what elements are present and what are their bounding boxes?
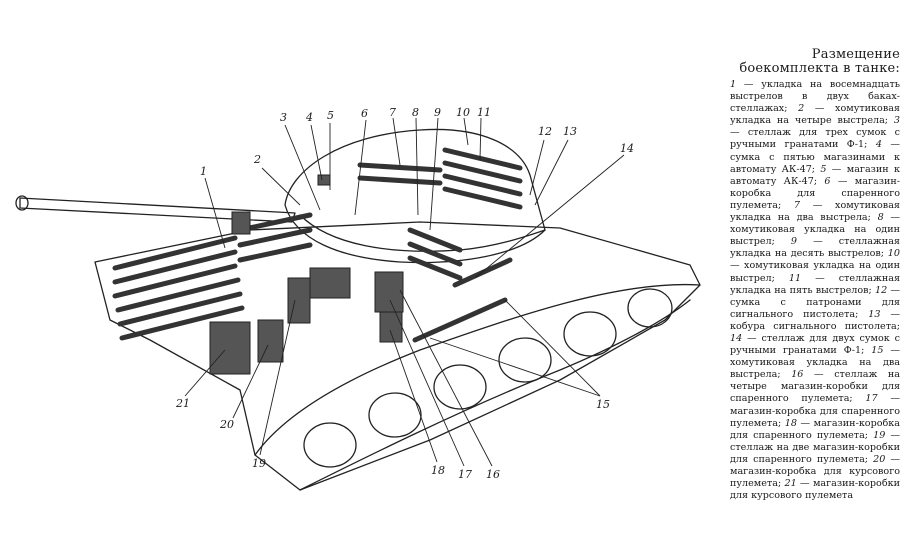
- legend-item: 15 — хомутиковая укладка на два выстрела…: [730, 345, 900, 381]
- shell-rack-9: [407, 227, 463, 281]
- hull-outline: [94, 221, 701, 491]
- callout-6: 6: [361, 107, 368, 120]
- legend-item: 11 — стеллажная укладка на пять выстрело…: [730, 272, 900, 296]
- road-wheels: [303, 288, 673, 468]
- legend-item: 21 — магазин-коробки для курсового пулем…: [730, 478, 900, 502]
- legend-item: 19 — стеллаж на две магазин-коробки для …: [730, 429, 900, 465]
- callout-3: 3: [280, 111, 287, 124]
- turret-outline: [284, 128, 546, 264]
- legend-item: 14 — стеллаж для двух сумок с ручными гр…: [730, 332, 900, 357]
- callout-21: 21: [175, 397, 190, 410]
- callout-18: 18: [431, 464, 445, 477]
- caption-title: Размещение боекомплекта в танке:: [730, 48, 900, 76]
- callouts: [184, 117, 625, 467]
- legend-item: 8 — хомутиковая укладка на один выстрел;: [730, 212, 900, 248]
- callout-20: 20: [219, 418, 234, 431]
- caption-title-line2: боекомплекта в танке:: [739, 61, 900, 76]
- callout-7: 7: [389, 106, 396, 119]
- legend-item: 10 — хомутиковая укладка на один выстрел…: [730, 248, 900, 284]
- legend-item: 13 — кобура сигнального пистолета;: [730, 308, 900, 332]
- magazine-boxes: [209, 174, 404, 375]
- tank-ammo-diagram: 1 2 3 4 5 6 7 8 9 10 11 12 13 14 15 16 1…: [15, 106, 701, 491]
- legend-item: 4 — сумка с пятью магазинами к автомату …: [730, 139, 900, 175]
- callout-9: 9: [434, 106, 441, 119]
- legend-item: 5 — магазин к автомату АК-47;: [730, 163, 901, 187]
- track-outline: [254, 283, 701, 456]
- callout-1: 1: [200, 165, 207, 178]
- callout-10: 10: [456, 106, 470, 119]
- callout-14: 14: [620, 142, 634, 155]
- legend-item: 12 — сумка с патронами для сигнального п…: [730, 284, 900, 320]
- legend-item: 7 — хомутиковая укладка на два выстрела;: [730, 199, 900, 224]
- shell-rack-7: [357, 162, 443, 186]
- callout-8: 8: [412, 106, 419, 119]
- legend-item: 16 — стеллаж на четыре магазин-коробки д…: [730, 369, 900, 405]
- callout-12: 12: [538, 125, 552, 138]
- legend-item: 9 — стеллажная укладка на десять выстрел…: [730, 236, 900, 260]
- callout-5: 5: [327, 109, 334, 122]
- callout-17: 17: [458, 468, 472, 481]
- shell-rack-2: [237, 212, 313, 263]
- caption-legend: 1 — укладка на восемнадцать выстрелов в …: [730, 79, 900, 502]
- callout-2: 2: [253, 153, 261, 166]
- caption-title-line1: Размещение: [811, 47, 900, 62]
- legend-item: 6 — магазин-коробка для спаренного пулем…: [730, 175, 900, 211]
- legend-item: 20 — магазин-коробка для курсового пулем…: [730, 453, 900, 490]
- legend-item: 18 — магазин-коробка для спаренного пуле…: [730, 417, 900, 441]
- shell-rack-1: [112, 235, 245, 341]
- gun-barrel: [15, 195, 296, 223]
- callout-15: 15: [596, 398, 610, 411]
- legend-item: 2 — хомутиковая укладка на четыре выстре…: [730, 103, 900, 127]
- callout-11: 11: [477, 106, 491, 119]
- callout-4: 4: [305, 111, 313, 124]
- legend-item: 3 — стеллаж для трех сумок с ручными гра…: [730, 115, 900, 151]
- callout-19: 19: [252, 457, 266, 470]
- shell-15: [412, 257, 513, 343]
- callout-16: 16: [486, 468, 500, 481]
- figure-caption: Размещение боекомплекта в танке: 1 — укл…: [730, 48, 900, 553]
- legend-item: 17 — магазин-коробка для спаренного пуле…: [730, 393, 900, 429]
- legend-item: 1 — укладка на восемнадцать выстрелов в …: [730, 79, 900, 115]
- shell-rack-11: [442, 147, 523, 210]
- callout-13: 13: [563, 125, 577, 138]
